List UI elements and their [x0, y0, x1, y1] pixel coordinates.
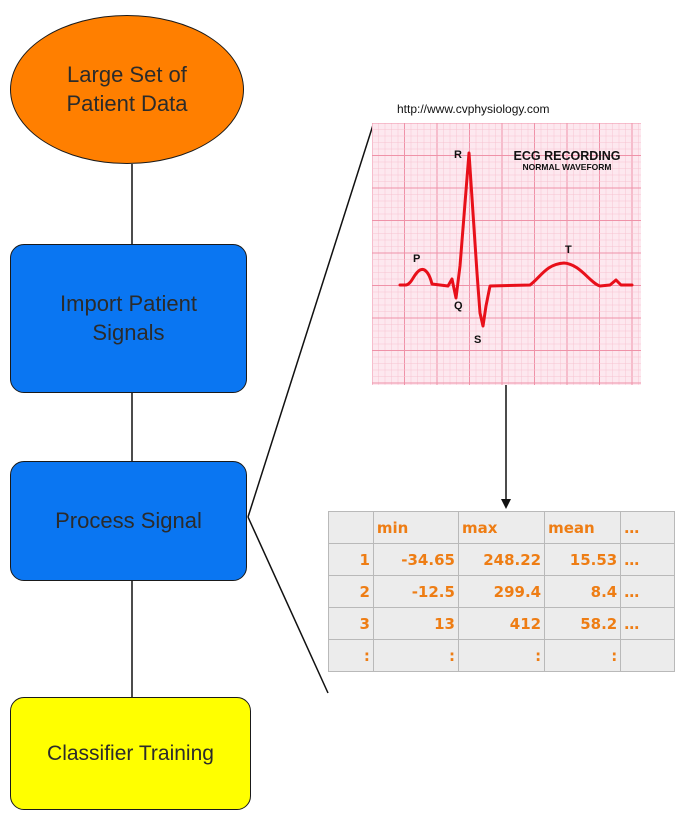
max-cell: 412 [457, 607, 546, 640]
ecg-recording-image: ECG RECORDING NORMAL WAVEFORM P R Q S T [371, 122, 641, 385]
table-row: 1 -34.65 248.22 15.53 … [328, 543, 675, 576]
row-index-cell: : [328, 639, 374, 672]
header-cell-min: min [372, 511, 459, 544]
ecg-title-main: ECG RECORDING [513, 149, 621, 163]
max-cell: 248.22 [457, 543, 546, 576]
more-cell: … [620, 607, 675, 640]
min-cell: -12.5 [372, 575, 459, 608]
more-cell: … [620, 543, 675, 576]
ecg-title-sub: NORMAL WAVEFORM [522, 162, 612, 173]
zoom-line-to-table [247, 516, 329, 694]
header-cell-index [328, 511, 374, 544]
table-header-row: min max mean … [328, 511, 675, 544]
row-index-cell: 2 [328, 575, 374, 608]
ecg-grid-and-trace [371, 122, 641, 385]
table-row: 3 13 412 58.2 … [328, 607, 675, 640]
node-patient-data: Large Set of Patient Data [10, 15, 244, 164]
mean-cell: 15.53 [544, 543, 622, 576]
row-index-cell: 3 [328, 607, 374, 640]
min-cell: : [372, 639, 459, 672]
min-cell: -34.65 [372, 543, 459, 576]
header-cell-max: max [457, 511, 546, 544]
mean-cell: : [544, 639, 622, 672]
table-row: : : : : [328, 639, 675, 672]
node-process-signal: Process Signal [10, 461, 247, 581]
row-index-cell: 1 [328, 543, 374, 576]
max-cell: : [457, 639, 546, 672]
mean-cell: 58.2 [544, 607, 622, 640]
header-cell-mean: mean [544, 511, 622, 544]
ecg-to-table-arrowhead [501, 499, 511, 509]
more-cell [620, 639, 675, 672]
node-import-signals: Import Patient Signals [10, 244, 247, 393]
wave-label-r: R [454, 149, 462, 161]
min-cell: 13 [372, 607, 459, 640]
ecg-background [372, 123, 641, 385]
max-cell: 299.4 [457, 575, 546, 608]
header-cell-more: … [620, 511, 675, 544]
node-classifier-training: Classifier Training [10, 697, 251, 810]
source-url: http://www.cvphysiology.com [397, 102, 550, 116]
zoom-line-to-ecg [247, 124, 374, 518]
ecg-grid [371, 122, 641, 385]
mean-cell: 8.4 [544, 575, 622, 608]
wave-label-t: T [565, 244, 572, 256]
more-cell: … [620, 575, 675, 608]
ecg-trace [398, 151, 634, 328]
wave-label-q: Q [454, 300, 463, 312]
wave-label-s: S [474, 334, 482, 346]
table-row: 2 -12.5 299.4 8.4 … [328, 575, 675, 608]
feature-table: min max mean … 1 -34.65 248.22 15.53 … 2… [328, 511, 675, 672]
wave-label-p: P [413, 253, 421, 265]
ecg-title: ECG RECORDING NORMAL WAVEFORM [502, 149, 632, 173]
